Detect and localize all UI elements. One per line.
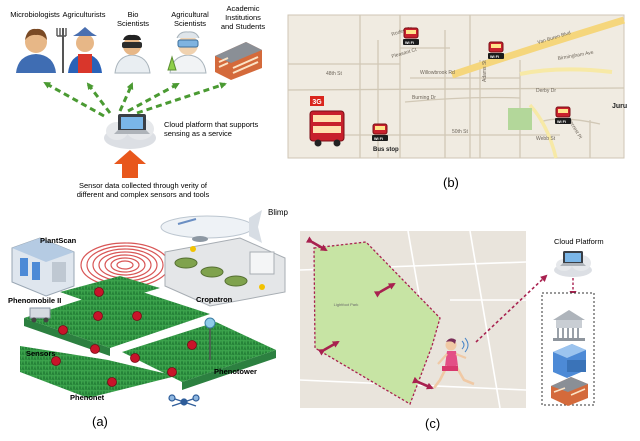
badge-3g-text: 3G [312, 99, 322, 106]
wifi-label-1: Wi Fi [405, 41, 414, 45]
double-decker-bus-icon [309, 110, 345, 147]
street-label-burning: Burning Dr [412, 95, 436, 101]
street-label-webb: Webb St [536, 136, 556, 142]
pinecrest-pl [528, 103, 558, 159]
bus-wifi-marker-1 [403, 27, 419, 45]
blimp-label: Blimp [268, 208, 289, 217]
role-label-agriculturists: Agriculturists [63, 10, 106, 19]
panel-c: Lightfoot Park Cloud Platform [299, 230, 604, 431]
street-label-adams: Adams St [482, 60, 488, 82]
wifi-label-4: Wi Fi [374, 137, 383, 141]
role-label-microbiologists: Microbiologists [10, 10, 60, 19]
phenotower-label: Phenotower [214, 367, 257, 376]
drone-icon [168, 394, 200, 407]
plantscan-label: PlantScan [40, 236, 77, 245]
street-label-48th: 48th St [326, 71, 342, 77]
phenomobile-label: Phenomobile II [8, 296, 61, 305]
sensors-label: Sensors [26, 349, 56, 358]
street-label-willowbrook: Willowbrook Rd [420, 70, 455, 76]
agricultural-scientist-icon [167, 31, 207, 74]
sensor-dots [51, 287, 197, 387]
blimp-icon [160, 210, 262, 243]
agriculturist-icon [56, 27, 102, 73]
bus-stop-label: Bus stop [373, 147, 399, 153]
phenotower-icon [204, 317, 216, 360]
plantscan-building [11, 237, 75, 297]
office-building-icon [553, 344, 586, 378]
phenomobile-vehicle-icon [29, 307, 51, 323]
boundary-crossing-arrows [305, 236, 434, 390]
phenonet-label: Phenonet [70, 393, 105, 402]
upload-arrow-icon [114, 150, 146, 178]
bus-wifi-marker-3 [555, 106, 571, 124]
wifi-label-3: Wi Fi [557, 120, 566, 124]
panel-b-label: (b) [443, 175, 459, 190]
runner-icon [432, 337, 475, 389]
cloud-platform-c-icon [554, 251, 592, 277]
government-building-icon [553, 310, 585, 341]
cloud-platform-label: Cloud Platform [554, 237, 604, 246]
bio-scientist-icon [114, 34, 151, 74]
school-building-icon [551, 377, 588, 406]
microbiologist-icon [16, 28, 56, 73]
park-label: Lightfoot Park [334, 302, 359, 307]
park-boundary [313, 241, 441, 405]
street-label-derby: Derby Dr [536, 88, 556, 94]
bus-wifi-marker-2 [488, 41, 504, 59]
panel-b: Van Buren Blvd 48th St Willowbrook Rd Bi… [287, 14, 627, 190]
bus-wifi-marker-4 [372, 123, 388, 141]
cropatron-facility [164, 237, 286, 307]
van-buren-blvd [450, 16, 626, 79]
panel-a-label: (a) [92, 414, 108, 429]
cropatron-label: Cropatron [196, 295, 233, 304]
data-distribution-arrows [43, 81, 227, 118]
academic-building-icon [215, 42, 262, 80]
street-label-juru: Juru [612, 103, 627, 110]
park-map-streets [299, 230, 527, 409]
street-label-50th: 50th St [452, 129, 468, 135]
badge-3g [310, 96, 324, 106]
birmingham-ave [519, 67, 613, 76]
cloud-platform-icon [104, 114, 156, 149]
park-area [508, 108, 532, 130]
panel-c-label: (c) [425, 416, 440, 431]
wifi-label-2: Wi Fi [490, 55, 499, 59]
